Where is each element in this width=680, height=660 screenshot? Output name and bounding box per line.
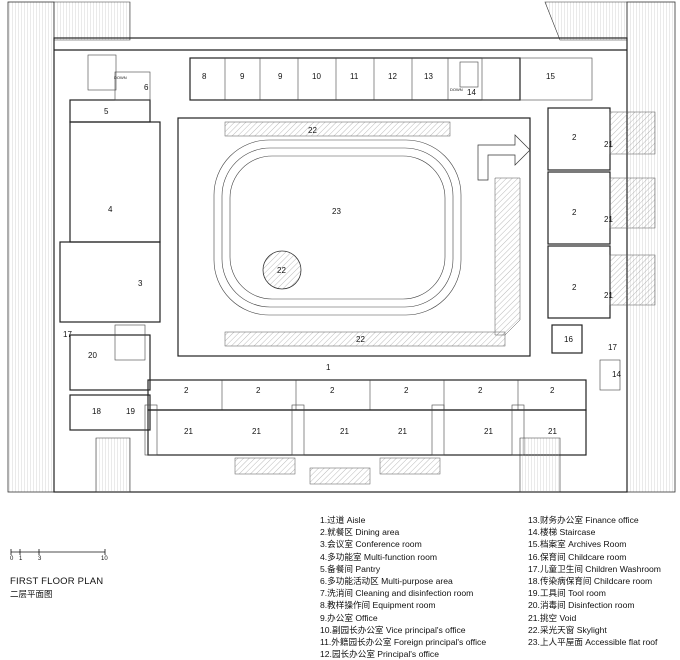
room-label-19: 19 [126,407,135,416]
room-label-13: 13 [424,72,433,81]
room-label-21-i: 21 [548,427,557,436]
room-label-9-b: 9 [278,72,283,81]
legend-item-10: 10.副园长办公室 Vice principal's office [320,624,466,635]
room-label-21-h: 21 [484,427,493,436]
south-entrance-left [95,437,131,493]
room-label-2-a: 2 [572,133,577,142]
room-labels: 1 2 2 2 2 2 2 2 2 2 3 4 5 6 8 9 9 10 11 … [63,72,621,436]
door-label-a: DOWN [114,75,127,80]
legend-item-7: 7.洗消间 Cleaning and disinfection room [320,588,474,599]
scale-tick-3: 3 [38,556,42,562]
room-label-21-d: 21 [184,427,193,436]
legend-item-9: 9.办公室 Office [320,612,378,623]
west-wing [59,54,161,431]
room-label-6: 6 [144,83,149,92]
nw-roof [53,1,131,41]
room-label-17-a: 17 [608,343,617,352]
room-label-17-b: 17 [63,330,72,339]
room-label-2-b: 2 [572,208,577,217]
room-label-2-f: 2 [330,386,335,395]
north-office-row [189,57,593,101]
legend-item-6: 6.多功能活动区 Multi-purpose area [320,576,453,587]
direction-arrow [477,134,531,181]
room-label-4: 4 [108,205,113,214]
room-label-23: 23 [332,207,341,216]
west-roof-terrace [7,1,55,493]
room-label-22-b: 22 [277,266,286,275]
south-row [95,379,587,493]
room-label-3: 3 [138,279,143,288]
floor-plan-drawing: 1 2 2 2 2 2 2 2 2 2 3 4 5 6 8 9 9 10 11 … [7,1,676,493]
building-outline [53,37,628,493]
legend-item-11: 11.外籍园长办公室 Foreign principal's office [320,637,487,648]
room-label-1: 1 [326,363,331,372]
room-label-15: 15 [546,72,555,81]
room-label-2-c: 2 [572,283,577,292]
courtyard [177,117,531,357]
door-label-b: DOWN [450,87,463,92]
room-label-20: 20 [88,351,97,360]
legend-item-21: 21.挑空 Void [528,612,577,623]
legend-right-column: 13.财务办公室 Finance office 14.楼梯 Staircase … [528,514,661,648]
legend-item-12: 12.园长办公室 Principal's office [320,649,439,660]
scale-tick-10: 10 [101,556,108,562]
legend-item-3: 3.会议室 Conference room [320,539,422,550]
room-label-22-a: 22 [308,126,317,135]
scale-tick-1: 1 [19,556,23,562]
room-label-14-b: 14 [612,370,621,379]
legend-item-13: 13.财务办公室 Finance office [528,515,639,525]
room-label-21-f: 21 [340,427,349,436]
legend-item-17: 17.儿童卫生间 Children Washroom [528,563,661,574]
legend-item-8: 8.教样操作间 Equipment room [320,600,436,611]
ne-roof [544,1,628,41]
legend-item-2: 2.就餐区 Dining area [320,527,400,538]
legend-item-15: 15.档案室 Archives Room [528,539,627,550]
room-label-2-d: 2 [184,386,189,395]
room-label-8: 8 [202,72,207,81]
room-label-21-g: 21 [398,427,407,436]
legend-item-23: 23.上人平屋面 Accessible flat roof [528,637,658,648]
legend-item-1: 1.过道 Aisle [320,515,366,525]
room-label-16: 16 [564,335,573,344]
room-label-2-e: 2 [256,386,261,395]
room-label-21-c: 21 [604,291,613,300]
east-roof-terrace [626,1,676,493]
legend-item-19: 19.工具间 Tool room [528,588,606,599]
legend-left-column: 1.过道 Aisle 2.就餐区 Dining area 3.会议室 Confe… [320,514,486,660]
room-label-18: 18 [92,407,101,416]
scale-tick-0: 0 [10,556,14,562]
room-label-21-a: 21 [604,140,613,149]
room-label-21-b: 21 [604,215,613,224]
room-label-9-a: 9 [240,72,245,81]
legend-item-22: 22.采光天窗 Skylight [528,624,607,635]
legend-item-18: 18.传染病保育间 Childcare room [528,576,653,587]
round-skylight [262,250,302,290]
scale-bar [10,549,106,555]
room-label-2-g: 2 [404,386,409,395]
south-entrance-right [519,437,561,493]
title-block: 0 1 3 10 FIRST FLOOR PLAN 二层平面图 [10,548,110,600]
plan-title: FIRST FLOOR PLAN [10,576,104,587]
plan-subtitle: 二层平面图 [10,589,53,599]
room-label-12: 12 [388,72,397,81]
room-label-14-a: 14 [467,88,476,97]
room-label-2-i: 2 [550,386,555,395]
legend-item-4: 4.多功能室 Multi-function room [320,551,438,562]
legend-item-16: 16.保育间 Childcare room [528,551,627,562]
room-label-21-e: 21 [252,427,261,436]
room-label-11: 11 [350,72,359,81]
room-label-2-h: 2 [478,386,483,395]
legend-item-14: 14.楼梯 Staircase [528,527,596,538]
room-label-22-c: 22 [356,335,365,344]
legend-item-20: 20.消毒间 Disinfection room [528,600,635,611]
room-label-5: 5 [104,107,109,116]
room-label-10: 10 [312,72,321,81]
east-wing [459,61,656,391]
legend-item-5: 5.备餐间 Pantry [320,563,381,574]
